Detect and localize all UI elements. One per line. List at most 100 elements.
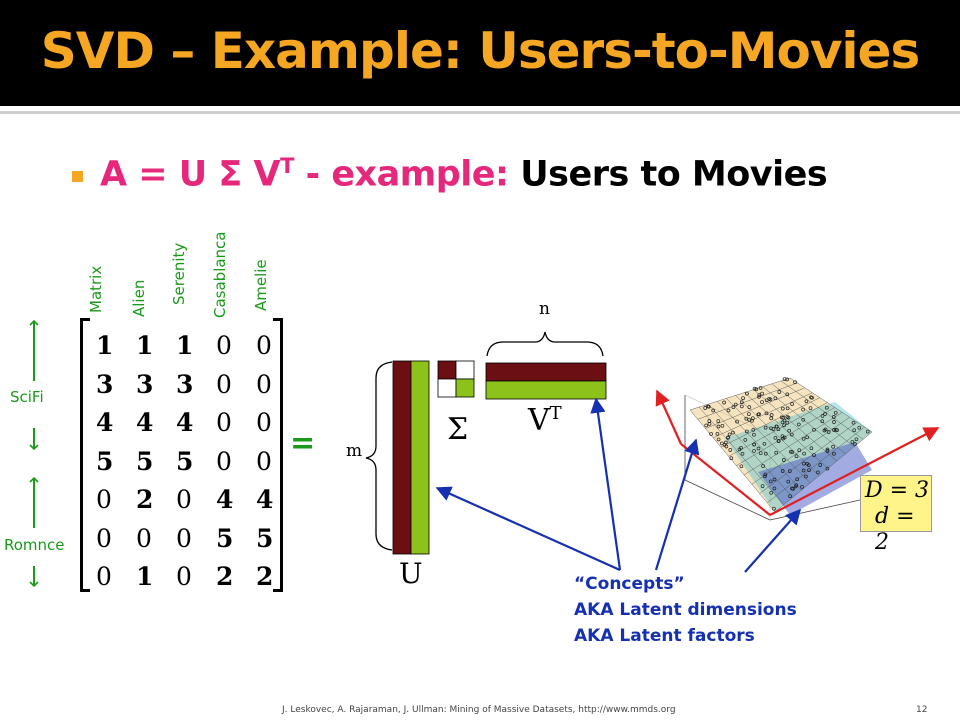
headline-part1: A = U [100,154,219,195]
sigma-cell-4 [455,378,475,398]
scatter-point [747,405,752,409]
matrix-cell: 1 [136,562,154,591]
scatter-point [785,406,790,411]
scatter-point [857,425,862,430]
title-divider [0,111,960,114]
concept-arrow-to-u-icon [435,486,621,572]
scatter-point [781,415,786,420]
scatter-point [789,432,794,437]
scatter-point [707,422,712,426]
scatter-point [744,429,749,434]
scatter-point [731,405,736,409]
plane-grid-line [789,377,873,433]
vt-matrix-row-2 [485,380,607,400]
matrix-cell: 0 [96,562,112,591]
scatter-point [752,386,757,391]
m-brace-icon [365,361,393,551]
scatter-point [782,377,787,381]
scatter-point [780,406,785,411]
scatter-point [818,463,823,467]
dimension-box: D = 3 d = 2 [860,475,932,555]
matrix-cell: 4 [96,408,114,437]
title-bar: SVD – Example: Users-to-Movies [0,0,960,106]
scatter-point [776,427,781,432]
plane-grid-line [744,392,829,469]
m-label: m [346,441,363,461]
scatter-point [787,428,792,433]
scatter-point [797,448,802,453]
plane-grid-line [743,412,843,476]
matrix-cell: 5 [136,446,154,476]
footer-citation: J. Leskovec, A. Rajaraman, J. Ullman: Mi… [282,705,676,715]
scatter-point [804,399,809,404]
scatter-point [763,425,768,430]
matrix-cell: 0 [96,485,112,514]
scatter-point [774,424,779,429]
scatter-point [812,453,816,457]
scatter-point [739,400,744,405]
matrix-cell: 1 [96,331,114,360]
scatter-point [720,423,725,428]
scatter-point [739,404,744,409]
u-matrix-column-2 [410,360,430,555]
plane-grid-line [767,426,865,503]
concepts-line-3: AKA Latent factors [574,626,755,646]
scatter-point [790,402,794,406]
scatter-point [823,412,827,416]
scatter-point [790,450,795,454]
scatter-point [816,470,820,475]
scatter-point [824,405,829,410]
v-superscript: T [549,403,562,424]
scatter-point [756,446,761,451]
scatter-point [851,420,856,425]
headline-part4: Users to Movies [520,154,828,195]
scatter-point [833,410,838,415]
scatter-point [772,477,777,482]
scatter-point [832,451,836,456]
scatter-point [756,412,761,417]
concept-scatter-plot [655,377,940,521]
scatter-point [865,429,870,434]
u-matrix-column-1 [392,360,412,555]
plane-grid-line [697,382,798,420]
scatter-point [716,424,721,429]
scatter-point [781,458,786,462]
scatter-point [751,427,756,432]
plane-grid-line [780,380,864,440]
scatter-point [762,441,767,446]
concept-arrow-to-vt-icon [590,397,622,571]
scatter-point [786,479,791,484]
scatter-point [726,435,730,440]
scatter-point [812,427,816,432]
scatter-point [802,451,806,456]
scatter-point [801,436,806,441]
scatter-point [752,442,757,447]
dimension-d: d = 2 [875,504,915,555]
matrix-cell: 0 [256,408,272,437]
plane-grid-line [759,422,858,494]
scatter-point [764,398,769,403]
matrix-cell: 0 [216,331,232,360]
scatter-point [805,461,809,466]
scatter-point [703,406,708,410]
scatter-point [809,446,814,451]
plane-grid-line [728,402,828,457]
scatter-point [823,427,828,432]
bullet-square-icon [72,171,83,182]
axis-arrow-1-head-icon [655,389,683,445]
headline-superscript: T [280,154,294,178]
sigma-label: Σ [447,412,469,447]
matrix-cell: 4 [136,408,154,437]
scatter-point [773,396,778,401]
scatter-point [782,423,786,428]
scatter-point [769,413,774,417]
matrix-cell: 5 [96,446,114,476]
scatter-point [801,407,805,412]
scatter-point [728,448,733,452]
